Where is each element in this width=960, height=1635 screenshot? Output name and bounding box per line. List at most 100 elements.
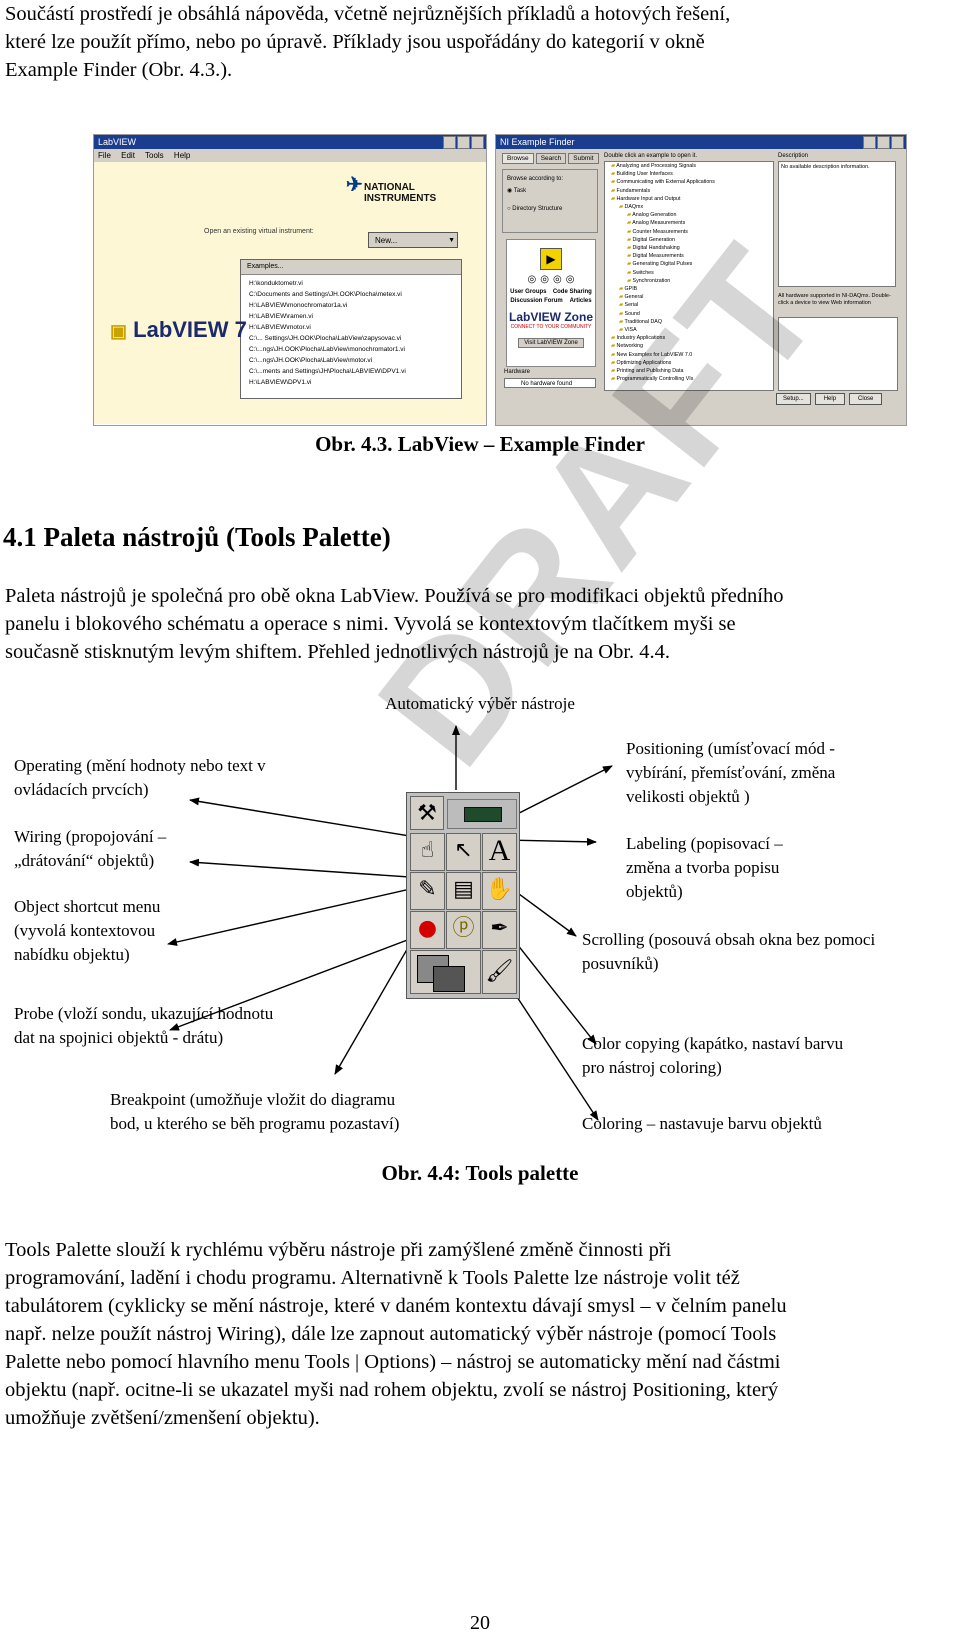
list-item[interactable]: H:\LABVIEW\DPV1.vi [249, 379, 312, 386]
tree-item[interactable]: ▰ Counter Measurements [605, 228, 773, 236]
tree-item[interactable]: ▰ Analog Generation [605, 211, 773, 219]
probe-tool-icon[interactable]: ⓟ [446, 911, 481, 949]
visit-zone-button[interactable]: Visit LabVIEW Zone [518, 338, 584, 348]
list-item[interactable]: C:\...ngs\JH.OOK\Plocha\LabView\monochro… [249, 346, 405, 353]
tree-item[interactable]: ▰ Digital Measurements [605, 252, 773, 260]
finder-buttons: Setup... Help Close [776, 393, 883, 405]
tree-item[interactable]: ▰ GPIB [605, 285, 773, 293]
labeling-tool-icon[interactable]: A [482, 833, 517, 871]
recent-files-list[interactable]: Examples... H:\konduktometr.vi C:\Docume… [240, 259, 462, 399]
finder-titlebar: NI Example Finder [496, 135, 906, 149]
auto-select-toggle[interactable] [447, 799, 517, 829]
tree-item[interactable]: ▰ Fundamentals [605, 187, 773, 195]
tab-search[interactable]: Search [535, 153, 567, 164]
auto-select-icon[interactable]: ⚒ [410, 796, 444, 830]
tree-item[interactable]: ▰ Sound [605, 310, 773, 318]
color-swatch-tool[interactable] [410, 950, 481, 994]
hardware-select[interactable]: No hardware found [504, 378, 596, 388]
radio-directory[interactable]: ○ Directory Structure [507, 206, 563, 212]
tree-item[interactable]: ▰ Analog Measurements [605, 219, 773, 227]
tree-item-label: Printing and Publishing Data [616, 368, 684, 375]
label-positioning: Positioning (umísťovací mód -vybírání, p… [626, 739, 836, 806]
tree-item-label: Programmatically Controlling VIs [616, 376, 694, 383]
tree-item[interactable]: ▰ Synchronization [605, 277, 773, 285]
folder-icon: ▰ [619, 318, 625, 325]
tree-item-label: Switches [632, 269, 654, 276]
folder-icon: ▰ [619, 327, 625, 334]
list-item[interactable]: H:\LABVIEW\motor.vi [249, 324, 311, 331]
folder-icon: ▰ [611, 359, 617, 366]
radio-task[interactable]: ◉ Task [507, 188, 527, 194]
tree-item[interactable]: ▰ Communicating with External Applicatio… [605, 178, 773, 186]
ni-logo: ✈ NATIONAL INSTRUMENTS [346, 174, 437, 204]
tree-item[interactable]: ▰ Analyzing and Processing Signals [605, 162, 773, 170]
tree-item[interactable]: ▰ Digital Handshaking [605, 244, 773, 252]
tree-item-label: New Examples for LabVIEW 7.0 [616, 351, 693, 358]
tree-item[interactable]: ▰ Generating Digital Pulses [605, 260, 773, 268]
wiring-tool-icon[interactable]: ✎ [410, 872, 445, 910]
folder-icon: ▰ [611, 343, 617, 350]
zone-title: LabVIEW Zone [509, 310, 593, 324]
tree-item[interactable]: ▰ DAQmx [605, 203, 773, 211]
scrolling-tool-icon[interactable]: ✋ [482, 872, 517, 910]
list-item[interactable]: H:\LABVIEW\monochromator1a.vi [249, 302, 348, 309]
tab-browse[interactable]: Browse [502, 153, 534, 164]
breakpoint-tool-icon[interactable]: ● [410, 911, 445, 949]
tree-item[interactable]: ▰ Switches [605, 269, 773, 277]
zone-item[interactable]: Code Sharing [552, 289, 592, 295]
tree-item[interactable]: ▰ Networking [605, 342, 773, 350]
tree-item[interactable]: ▰ Optimizing Applications [605, 359, 773, 367]
positioning-tool-icon[interactable]: ↖ [446, 833, 481, 871]
labview-zone-panel[interactable]: ▶ ◎◎◎◎ User Groups Code Sharing Discussi… [506, 239, 596, 367]
tree-item[interactable]: ▰ Building User Interfaces [605, 170, 773, 178]
labview-brand: ▣ LabVIEW 7 [110, 317, 247, 342]
tree-item[interactable]: ▰ New Examples for LabVIEW 7.0 [605, 351, 773, 359]
zone-item[interactable]: Articles [569, 298, 592, 304]
finder-tabs: Browse Search Submit [502, 153, 599, 164]
coloring-tool-icon[interactable]: 🖌 [482, 950, 517, 994]
list-item[interactable]: H:\konduktometr.vi [249, 280, 303, 287]
tree-item[interactable]: ▰ Hardware Input and Output [605, 195, 773, 203]
tree-item[interactable]: ▰ Printing and Publishing Data [605, 367, 773, 375]
recent-files: H:\konduktometr.vi C:\Documents and Sett… [241, 275, 461, 388]
maximize-icon [877, 136, 890, 149]
zone-sub: CONNECT TO YOUR COMMUNITY [510, 324, 592, 330]
list-item[interactable]: C:\...ments and Settings\JH\Plocha\LABVI… [249, 368, 406, 375]
paragraph-line: Tools Palette slouží k rychlému výběru n… [5, 1239, 672, 1261]
hardware-info-box [778, 317, 898, 391]
desc-header: Description [778, 153, 809, 159]
setup-button[interactable]: Setup... [776, 393, 811, 405]
list-item[interactable]: C:\... Settings\JH.OOK\Plocha\LabView\za… [249, 335, 402, 342]
tree-item-label: Digital Generation [632, 236, 675, 243]
tree-item[interactable]: ▰ General [605, 293, 773, 301]
auto-led-icon [464, 807, 502, 822]
tree-item[interactable]: ▰ VISA [605, 326, 773, 334]
arrow-wiring [189, 858, 425, 879]
examples-field[interactable]: Examples... [241, 260, 461, 275]
close-button[interactable]: Close [849, 393, 883, 405]
list-item[interactable]: C:\Documents and Settings\JH.OOK\Plocha\… [249, 291, 402, 298]
new-button[interactable]: New... ▼ [368, 232, 458, 248]
arrow-labeling [505, 837, 597, 846]
shortcut-menu-tool-icon[interactable]: ▤ [446, 872, 481, 910]
list-item[interactable]: H:\LABVIEW\ramen.vi [249, 313, 313, 320]
tab-submit[interactable]: Submit [568, 153, 599, 164]
zone-item[interactable]: User Groups [510, 289, 547, 295]
color-copy-tool-icon[interactable]: ✒ [482, 911, 517, 949]
arrow-shortcut [167, 879, 451, 946]
tree-item-label: Optimizing Applications [616, 359, 672, 366]
tree-item[interactable]: ▰ Serial [605, 301, 773, 309]
tree-item[interactable]: ▰ Digital Generation [605, 236, 773, 244]
zone-item[interactable]: Discussion Forum [510, 298, 563, 304]
tree-item-label: Fundamentals [616, 187, 651, 194]
list-item[interactable]: C:\...ngs\JH.OOK\Plocha\LabView\motor.vi [249, 357, 373, 364]
example-tree[interactable]: ▰ Analyzing and Processing Signals▰ Buil… [604, 161, 774, 391]
tree-item[interactable]: ▰ Programmatically Controlling VIs [605, 375, 773, 383]
operating-tool-icon[interactable]: ☝ [410, 833, 445, 871]
tree-item[interactable]: ▰ Traditional DAQ [605, 318, 773, 326]
help-button[interactable]: Help [814, 393, 846, 405]
paragraph-line: programování, ladění i chodu programu. A… [5, 1267, 740, 1289]
tree-item[interactable]: ▰ Industry Applications [605, 334, 773, 342]
browse-group: Browse according to: ◉ Task ○ Directory … [502, 169, 598, 233]
